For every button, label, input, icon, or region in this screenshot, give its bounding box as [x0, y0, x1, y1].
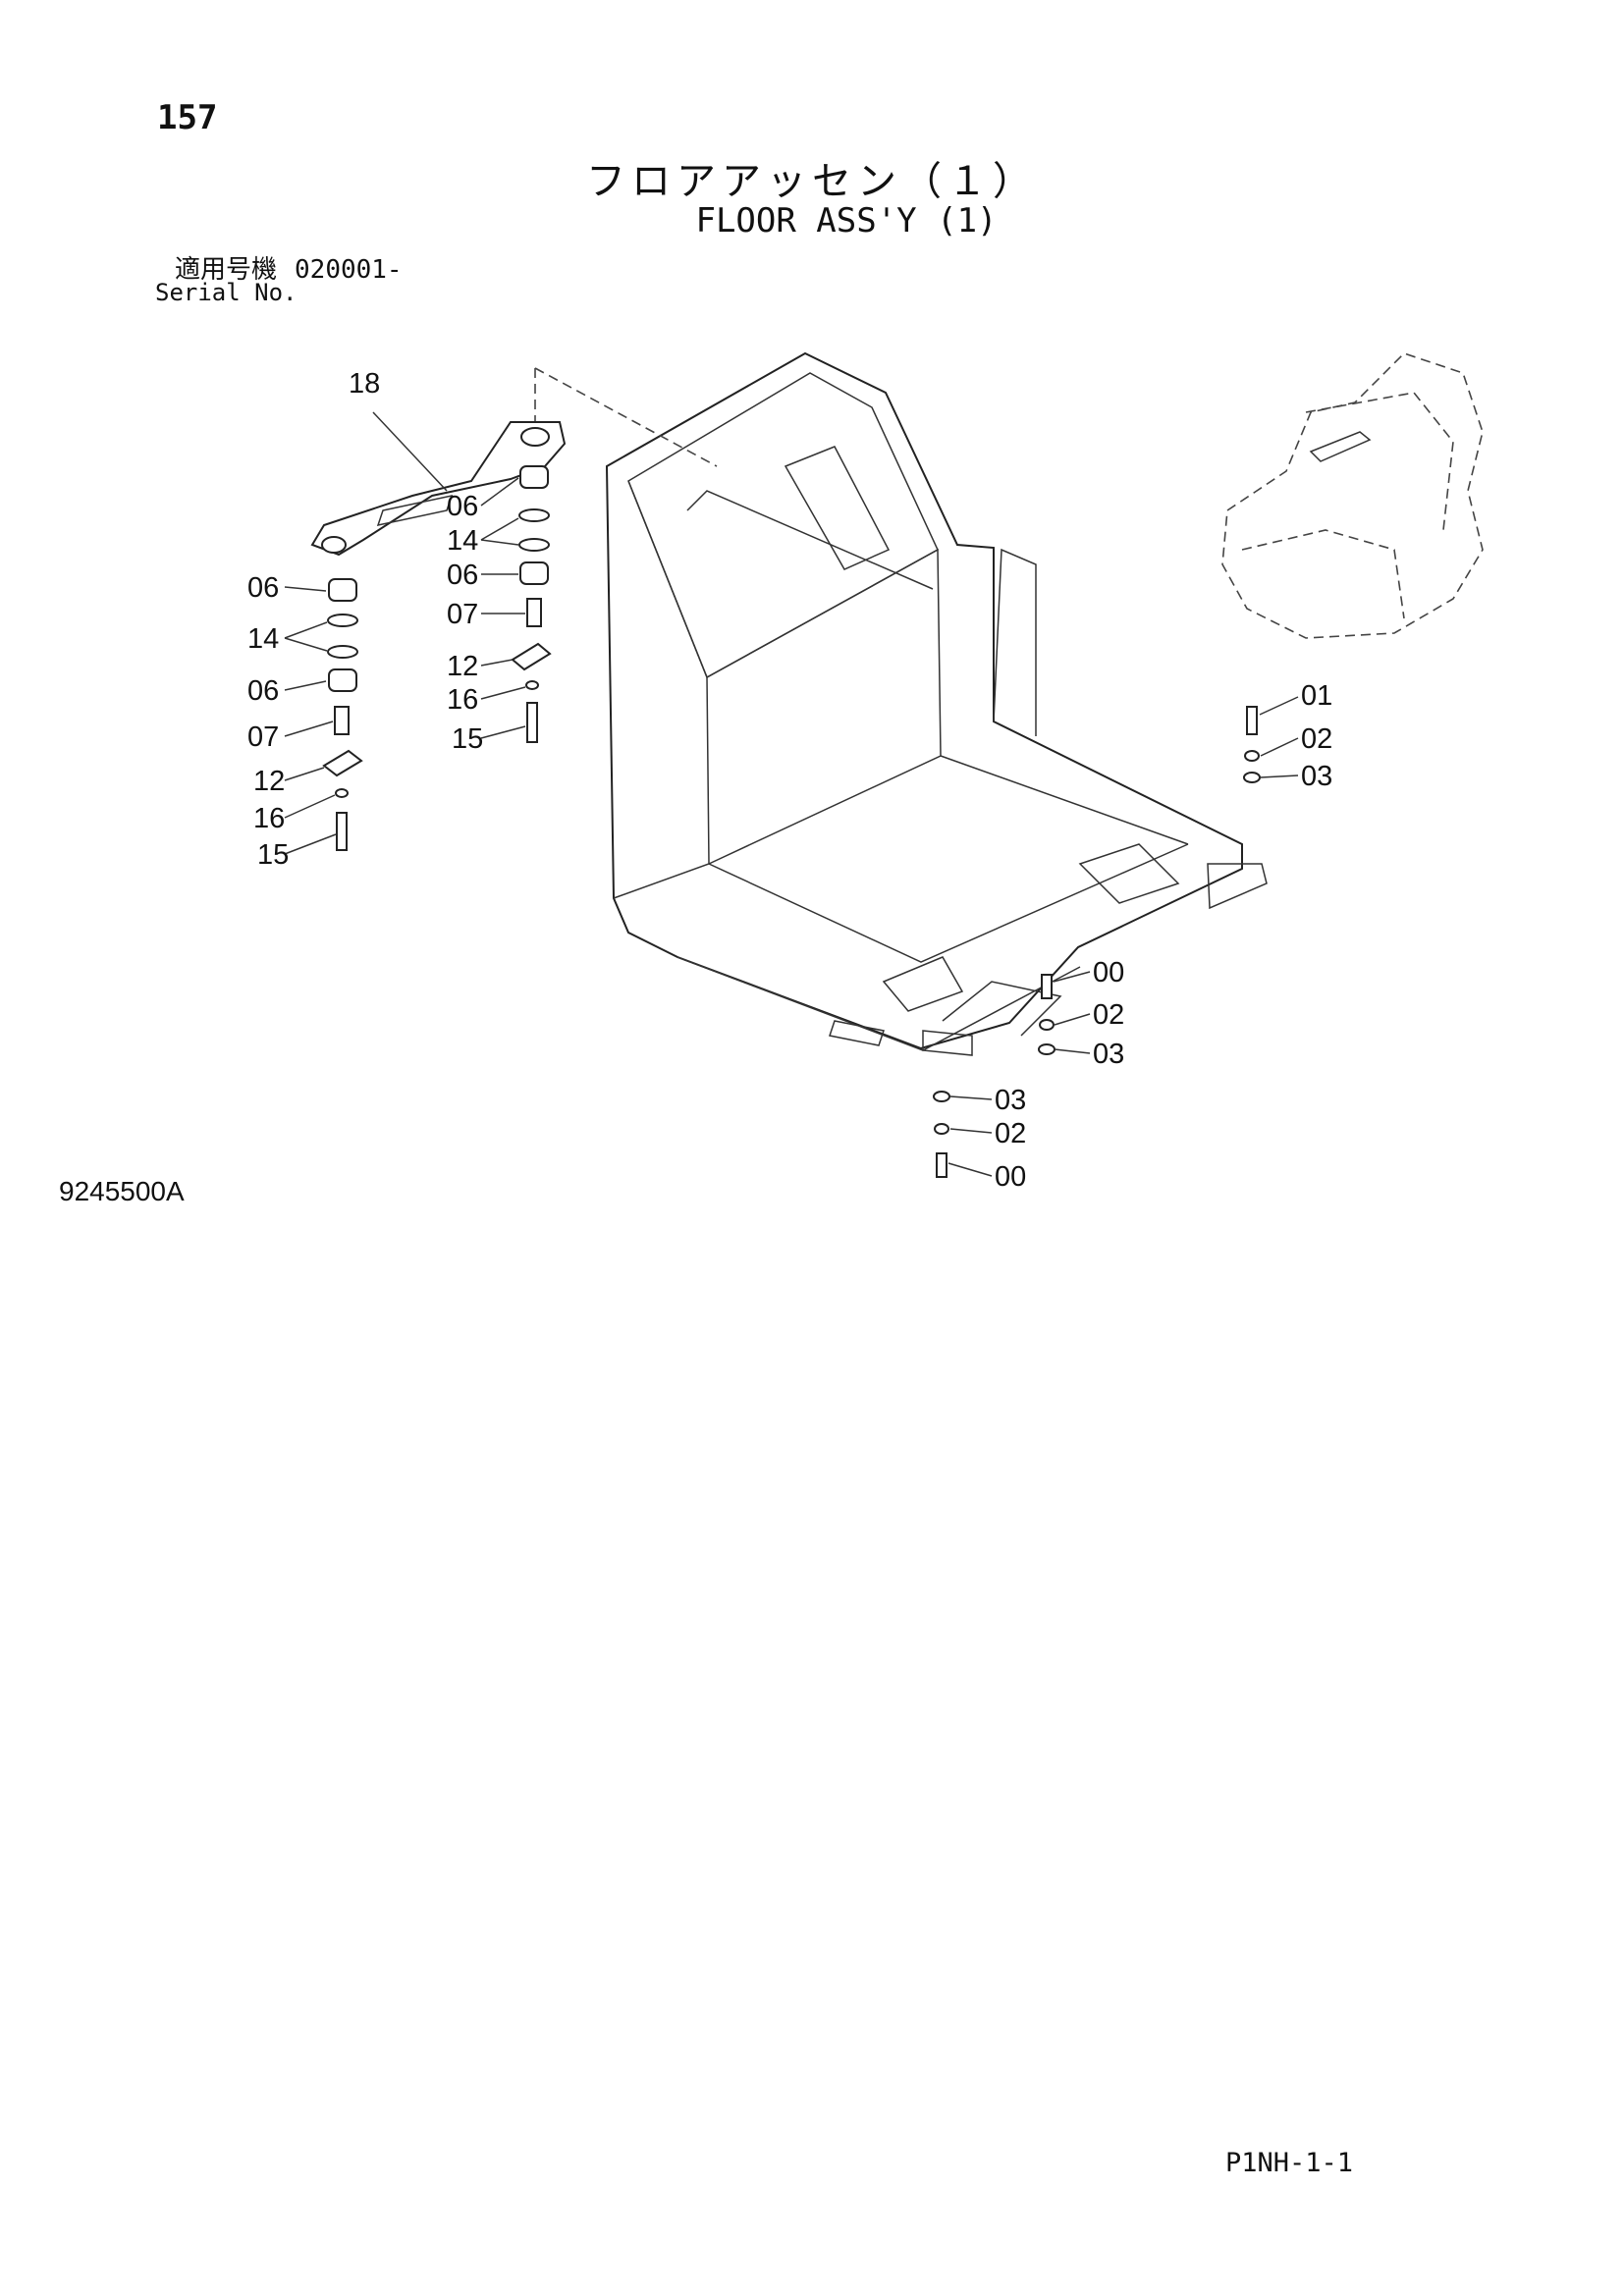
callout-07-right: 07	[447, 599, 478, 630]
callout-03-bottom: 03	[995, 1085, 1026, 1116]
callout-15-left: 15	[257, 839, 289, 871]
callout-16-right: 16	[447, 684, 478, 716]
callout-12-left: 12	[253, 766, 285, 797]
left-isolator-stack	[322, 578, 363, 851]
right-isolator-stack	[511, 465, 552, 743]
callout-12-right: 12	[447, 651, 478, 682]
mount-plate	[310, 421, 567, 557]
callout-01: 01	[1301, 680, 1332, 712]
callout-07-left: 07	[247, 721, 279, 753]
callout-00-bottom: 00	[995, 1161, 1026, 1193]
callout-06-left-top: 06	[247, 572, 279, 604]
drawing-id: 9245500A	[59, 1176, 185, 1206]
callout-06-left-bottom: 06	[247, 675, 279, 707]
page-code: P1NH-1-1	[1225, 2148, 1354, 2178]
serial-number-value: 020001-	[295, 255, 403, 285]
page-number: 157	[157, 98, 218, 137]
callout-labels: 18 06 14 06 07 12 16 15 06 14 06 07 12 1…	[247, 368, 1332, 1193]
inset-machine-view	[1221, 352, 1484, 639]
callout-14-left: 14	[247, 623, 279, 655]
callout-15-right: 15	[452, 723, 483, 755]
serial-label-ja-text: 適用号機	[175, 255, 278, 285]
callout-02-center: 02	[1093, 999, 1124, 1031]
callout-03-right: 03	[1301, 761, 1332, 792]
callout-18: 18	[349, 368, 380, 400]
fasteners	[933, 706, 1261, 1178]
callout-16-left: 16	[253, 803, 285, 834]
floor-frame	[534, 351, 1268, 1056]
title-japanese: フロアアッセン（１）	[586, 159, 1038, 204]
title-english: FLOOR ASS'Y (1)	[695, 201, 998, 240]
callout-03-center: 03	[1093, 1039, 1124, 1070]
callout-14-right: 14	[447, 525, 478, 557]
serial-label-japanese: 適用号機 020001-	[175, 249, 403, 286]
leader-lines	[284, 411, 1299, 1177]
serial-label-english: Serial No.	[155, 279, 298, 306]
callout-00-center: 00	[1093, 957, 1124, 988]
callout-06-right-top: 06	[447, 491, 478, 522]
callout-02-bottom: 02	[995, 1118, 1026, 1149]
callout-06-right-bottom: 06	[447, 560, 478, 591]
callout-02-right: 02	[1301, 723, 1332, 755]
